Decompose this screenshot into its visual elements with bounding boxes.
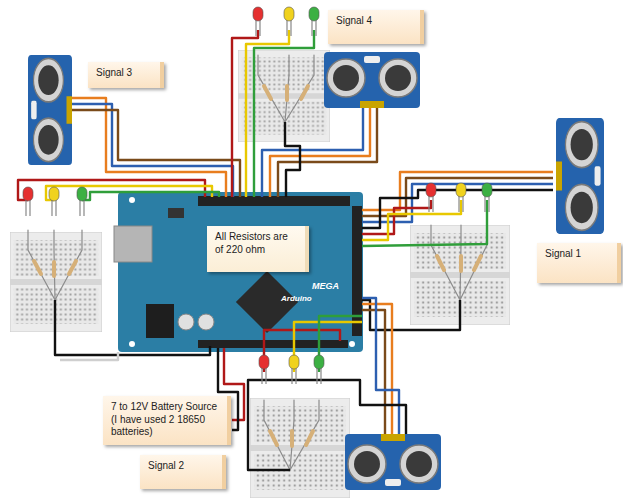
resistor-symbol [285, 55, 289, 122]
resistor-symbol [28, 230, 55, 300]
led [253, 7, 263, 36]
led [456, 183, 466, 212]
jumper-wire [72, 104, 233, 197]
breadboard [10, 50, 510, 498]
jumper-wire [278, 108, 377, 197]
callout-box: 7 to 12V Battery Source (I have used 2 1… [103, 396, 231, 445]
resistor-symbol [28, 55, 487, 470]
arduino-board [349, 341, 355, 347]
resistor-symbol [69, 261, 76, 274]
callout-box: Signal 2 [140, 455, 226, 489]
jumper-wire [362, 200, 487, 246]
ultrasonic-sensor [28, 55, 72, 165]
arduino-board [198, 314, 214, 330]
callout-box: All Resistors are of 220 ohm [207, 226, 309, 272]
ultrasonic-sensor [345, 434, 441, 490]
jumper-wire [362, 310, 385, 436]
led [259, 355, 269, 384]
breadboard [250, 398, 350, 498]
resistor-symbol [52, 262, 56, 276]
arduino-board [198, 340, 348, 348]
ultrasonic-sensor [28, 52, 604, 490]
arduino-board [129, 341, 135, 347]
resistor-symbol [258, 55, 285, 122]
callout-text: Signal 3 [96, 67, 152, 80]
board-label: MEGA [312, 281, 339, 291]
arduino-board [114, 192, 363, 352]
led [289, 355, 299, 384]
callout-box: Signal 3 [88, 62, 164, 88]
arduino-board [178, 314, 194, 330]
resistor-symbol [285, 86, 289, 100]
led [314, 355, 324, 384]
jumper-wire [362, 200, 431, 234]
callout-text: Signal 2 [148, 460, 214, 473]
resistor-symbol [264, 400, 290, 470]
resistor-symbol [301, 86, 308, 99]
resistor-symbol [270, 431, 277, 445]
jumper-wire [294, 322, 362, 372]
jumper-wire [319, 316, 362, 372]
resistor-symbol [437, 256, 444, 270]
jumper-wire [362, 298, 399, 436]
led [77, 187, 87, 216]
arduino-board [146, 304, 174, 338]
jumper-wire [270, 108, 370, 197]
resistor-symbol [264, 86, 271, 99]
arduino-board [198, 196, 350, 206]
jumper-wire [60, 352, 118, 360]
arduino-board [129, 197, 135, 203]
ultrasonic-sensor [324, 52, 420, 108]
resistor-symbol [55, 230, 82, 300]
board-label: Arduino [281, 294, 312, 303]
resistor-symbol [431, 225, 460, 300]
arduino-board [114, 226, 152, 262]
resistor-symbol [306, 431, 313, 445]
led [49, 187, 59, 216]
led [23, 7, 492, 384]
resistor-symbol [54, 230, 55, 300]
resistor-symbol [34, 261, 41, 274]
jumper-wire [285, 122, 300, 197]
jumper-wire [72, 110, 240, 197]
resistor-symbol [28, 55, 487, 470]
jumper-wire [82, 192, 219, 200]
resistor-symbol [460, 225, 461, 300]
led [23, 187, 33, 216]
arduino-board [118, 192, 363, 352]
callout-text: 7 to 12V Battery Source (I have used 2 1… [111, 401, 219, 439]
jumper-wire [264, 330, 340, 372]
resistor-symbol [285, 55, 314, 122]
jumper-wire [72, 98, 226, 197]
callout-text: All Resistors are of 220 ohm [215, 231, 297, 256]
arduino-board [168, 208, 184, 218]
ultrasonic-sensor [556, 118, 604, 234]
jumper-wire [246, 30, 289, 197]
callout-box: Signal 4 [328, 10, 424, 44]
resistor-symbol [34, 86, 481, 446]
jumper-wire [18, 30, 553, 470]
resistor-symbol [290, 400, 319, 470]
callout-text: Signal 1 [545, 248, 609, 261]
resistor-symbol [290, 400, 294, 470]
callout-box: Signal 1 [537, 243, 621, 283]
led [426, 183, 436, 212]
callout-text: Signal 4 [336, 15, 412, 28]
resistor-symbol [460, 225, 487, 300]
jumper-wire [55, 300, 210, 355]
resistor-symbol [474, 256, 481, 270]
resistor-symbol [459, 256, 463, 271]
led [482, 183, 492, 212]
led [309, 7, 319, 36]
led [284, 7, 294, 36]
resistor-symbol [290, 431, 294, 446]
jumper-wire [362, 200, 461, 240]
